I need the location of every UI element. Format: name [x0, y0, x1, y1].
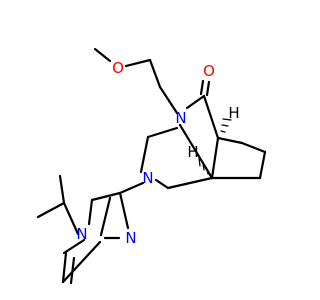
bond — [61, 251, 68, 284]
bond — [199, 79, 205, 96]
bond — [178, 123, 214, 180]
bond — [93, 47, 112, 63]
bond — [90, 191, 122, 202]
bond — [58, 174, 66, 205]
bond — [240, 141, 267, 154]
bond — [139, 135, 150, 174]
bond — [62, 201, 80, 236]
bond — [166, 176, 214, 190]
bond — [154, 178, 170, 190]
bond — [87, 198, 94, 226]
bond — [158, 85, 179, 115]
bond — [205, 80, 211, 97]
bond — [202, 94, 220, 140]
bond — [216, 136, 244, 145]
imidazole-n3-label: N — [125, 229, 136, 247]
bond — [146, 126, 179, 139]
stereo-h-top-label: H — [228, 104, 239, 122]
bond — [61, 240, 102, 284]
carbonyl-oxygen-label: O — [203, 62, 215, 80]
stereo-h-bottom-label: H — [187, 143, 198, 161]
bond — [258, 150, 267, 180]
bond — [118, 181, 145, 195]
bond — [124, 58, 152, 68]
molecule-canvas: O O N N N N H H — [36, 47, 267, 285]
bond — [148, 58, 162, 89]
methoxy-oxygen-label: O — [112, 59, 124, 77]
stereo-hash-bottom — [198, 157, 213, 179]
bond — [210, 136, 220, 180]
bond — [99, 196, 112, 237]
molecule-structure: O O N N N N H H — [36, 47, 267, 285]
bond — [62, 238, 86, 255]
stereo-hash-top — [217, 118, 232, 139]
bond — [118, 191, 130, 230]
imidazole-n1-label: N — [76, 225, 87, 243]
ring-nitrogen-label: N — [142, 169, 153, 187]
bond — [36, 201, 66, 219]
amide-nitrogen-label: N — [175, 109, 186, 127]
bond — [185, 94, 206, 110]
